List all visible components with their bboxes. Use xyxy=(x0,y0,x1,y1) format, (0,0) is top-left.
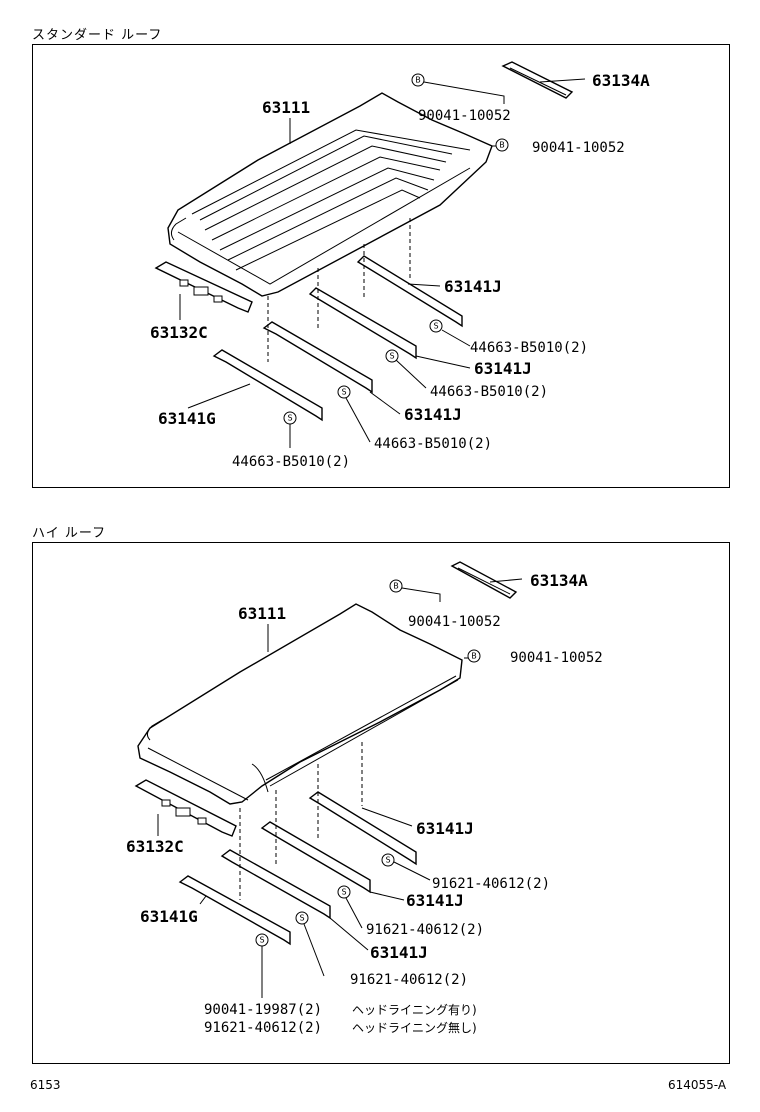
svg-text:S: S xyxy=(433,322,438,331)
label-high-note-1-text: ヘッドライニング有り) xyxy=(352,1003,477,1017)
roof-bow-63141j-c[interactable] xyxy=(262,321,373,394)
diagram-frame-standard-roof xyxy=(32,44,730,488)
roof-bow-63141j-a[interactable] xyxy=(356,255,463,328)
label-high-screw-3: 91621-40612(2) xyxy=(350,972,468,988)
svg-text:B: B xyxy=(499,141,505,150)
label-std-63134a: 63134A xyxy=(592,71,650,90)
svg-text:S: S xyxy=(341,888,346,897)
label-std-63132c: 63132C xyxy=(150,323,208,342)
roof-bow-63141g[interactable] xyxy=(212,349,323,422)
label-high-note-2-part: 91621-40612(2) xyxy=(204,1020,322,1036)
bolt-symbol-std-2: B xyxy=(495,138,509,152)
label-high-note-2-text: ヘッドライニング無し) xyxy=(352,1020,477,1035)
label-high-63141j-c: 63141J xyxy=(370,943,428,962)
standard-roof-group: B B S S S xyxy=(150,61,650,470)
label-high-63111: 63111 xyxy=(238,604,286,623)
front-header-63132c[interactable] xyxy=(154,261,253,313)
label-high-bolt-1: 90041-10052 xyxy=(408,614,501,630)
footer-figure-code: 614055-A xyxy=(668,1078,727,1092)
svg-text:S: S xyxy=(389,352,394,361)
screw-symbol-high-2: S xyxy=(337,885,351,899)
label-std-bolt-2: 90041-10052 xyxy=(532,140,625,156)
roof-panel-63111[interactable] xyxy=(167,92,493,297)
label-std-screw-2: 44663-B5010(2) xyxy=(430,384,548,400)
label-high-63132c: 63132C xyxy=(126,837,184,856)
svg-text:B: B xyxy=(415,76,421,85)
label-high-63141g: 63141G xyxy=(140,907,198,926)
svg-text:S: S xyxy=(385,856,390,865)
label-high-screw-1: 91621-40612(2) xyxy=(432,876,550,892)
svg-text:S: S xyxy=(299,914,304,923)
label-std-63141j-b: 63141J xyxy=(474,359,532,378)
screw-symbol-std-2: S xyxy=(385,349,399,363)
svg-text:B: B xyxy=(393,582,399,591)
bracket-63134a[interactable] xyxy=(501,61,574,99)
bolt-symbol-std-1: B xyxy=(411,73,425,87)
bolt-symbol-high-2: B xyxy=(467,649,481,663)
screw-symbol-std-1: S xyxy=(429,319,443,333)
high-roof-group: B B S S S S xyxy=(126,561,603,1036)
label-high-63134a: 63134A xyxy=(530,571,588,590)
label-high-bolt-2: 90041-10052 xyxy=(510,650,603,666)
screw-symbol-high-3: S xyxy=(295,911,309,925)
svg-text:S: S xyxy=(259,936,264,945)
screw-symbol-std-4: S xyxy=(283,411,297,425)
label-std-63141j-c: 63141J xyxy=(404,405,462,424)
label-std-screw-4: 44663-B5010(2) xyxy=(232,454,350,470)
footer-page-code: 6153 xyxy=(30,1078,61,1092)
label-std-63141j-a: 63141J xyxy=(444,277,502,296)
section-title-high-roof: ハイ ルーフ xyxy=(32,526,107,541)
screw-symbol-std-3: S xyxy=(337,385,351,399)
label-high-63141j-a: 63141J xyxy=(416,819,474,838)
roof-bow-63141g-high[interactable] xyxy=(178,875,291,946)
label-std-63111: 63111 xyxy=(262,98,310,117)
label-high-screw-2: 91621-40612(2) xyxy=(366,922,484,938)
diagram-frame-high-roof xyxy=(32,542,730,1064)
svg-text:S: S xyxy=(287,414,292,423)
front-header-63132c-high[interactable] xyxy=(134,779,237,837)
label-high-63141j-b: 63141J xyxy=(406,891,464,910)
screw-symbol-high-4: S xyxy=(255,933,269,947)
section-title-standard-roof: スタンダード ルーフ xyxy=(32,28,163,43)
roof-panel-63111-high[interactable] xyxy=(137,603,463,805)
label-std-screw-3: 44663-B5010(2) xyxy=(374,436,492,452)
roof-bow-63141j-a-high[interactable] xyxy=(308,791,417,866)
label-std-bolt-1: 90041-10052 xyxy=(418,108,511,124)
label-std-screw-1: 44663-B5010(2) xyxy=(470,340,588,356)
svg-text:B: B xyxy=(471,652,477,661)
bolt-symbol-high-1: B xyxy=(389,579,403,593)
screw-symbol-high-1: S xyxy=(381,853,395,867)
label-high-note-1-part: 90041-19987(2) xyxy=(204,1002,322,1018)
roof-bow-63141j-b[interactable] xyxy=(308,287,417,360)
label-std-63141g: 63141G xyxy=(158,409,216,428)
svg-text:S: S xyxy=(341,388,346,397)
